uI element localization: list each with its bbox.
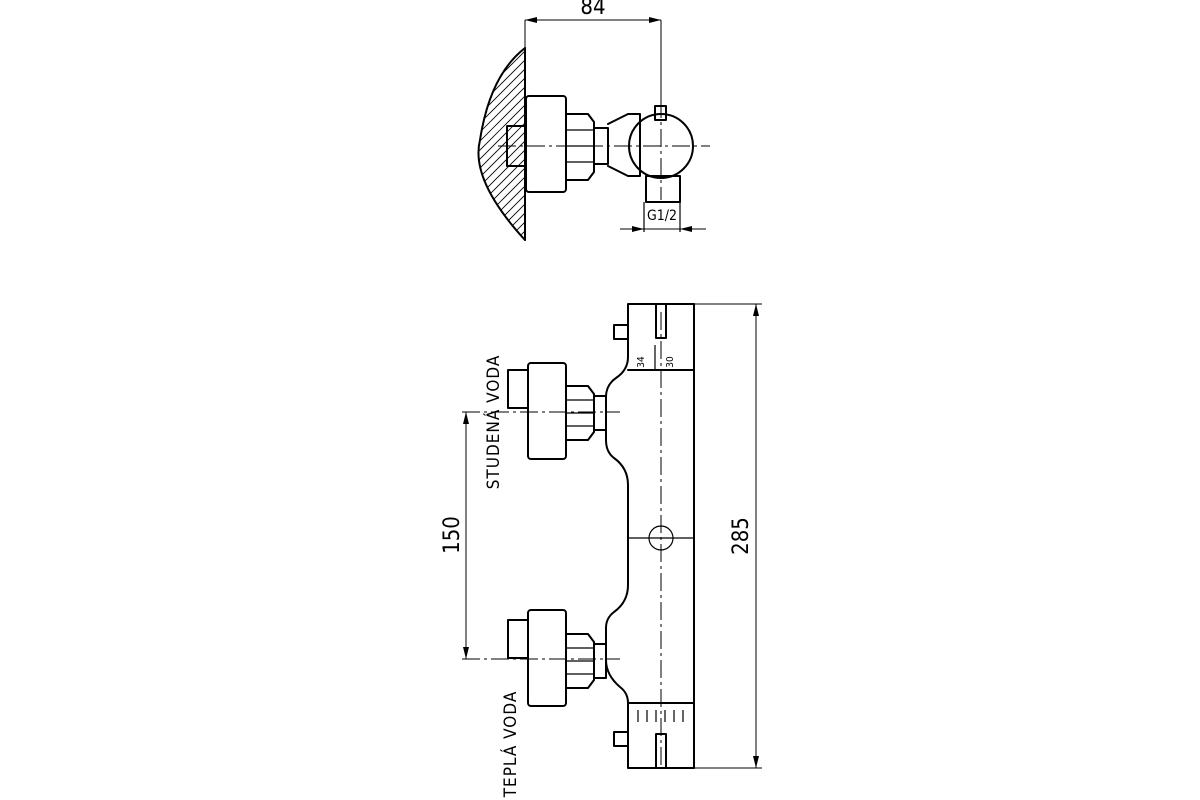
hatch-line [478,225,525,240]
hatch-line [470,253,530,313]
hatch-line [470,298,530,358]
scale-right: 30 [665,356,676,368]
front-view: 34 30 [440,303,762,799]
hatch-line [470,244,530,304]
hatch-line [470,0,530,25]
hatch-line [470,280,530,340]
top-handle-slot [655,303,667,339]
dim-total-height-label: 285 [729,517,754,555]
hot-water-label: TEPLÁ VODA [499,691,521,799]
wall-flange [525,95,567,193]
hatch-line [478,99,525,161]
hatch-line [470,271,530,331]
cold-flange [527,362,567,460]
cold-connector [593,395,607,431]
dim-depth: 84 [524,0,662,110]
outlet [645,175,681,203]
bottom-stop-knob [613,731,629,747]
hatch-line [478,90,525,152]
hatch-line [478,108,525,170]
hatch-line [478,48,525,71]
hatch-line [470,289,530,349]
hot-stub [507,619,529,659]
cold-stub [507,369,529,409]
hatch-line [470,0,530,34]
hatch-line [478,48,525,53]
hatch-line [478,171,525,233]
hex-nut [565,113,595,181]
cold-hex-nut [565,385,595,441]
dim-thread: G1/2 [620,208,706,232]
hatch-line [470,262,530,322]
dim-inlet-spacing-label: 150 [440,516,465,554]
cold-water-label: STUDENÁ VODA [482,355,504,490]
hatch-line [478,54,525,116]
cold-inlet [462,362,620,460]
hatch-line [478,162,525,224]
hot-flange [527,609,567,707]
hatch-line [470,0,530,7]
dim-inlet-spacing: 150 [440,412,469,659]
top-stop-knob [613,324,629,340]
hatch-line [478,207,525,240]
hatch-line [478,234,525,240]
dim-depth-label: 84 [580,0,605,20]
hatch-line [478,216,525,240]
hatch-line [470,0,530,43]
hatch-line [478,180,525,240]
hatch-line [470,0,530,16]
side-view: 84 G1/2 [470,0,710,358]
eccentric-arm [607,113,641,177]
temperature-marks [637,710,684,722]
dim-thread-label: G1/2 [647,208,677,224]
hatch-line [478,189,525,240]
hot-hex-nut [565,633,595,689]
hatch-line [478,72,525,134]
hot-connector [593,643,607,679]
hatch-line [478,48,525,98]
hot-inlet [462,609,620,707]
scale-left: 34 [636,356,647,368]
mixer-body: 34 30 [605,303,695,769]
wall-hatch [470,0,530,358]
hatch-line [478,48,525,80]
dim-total-height: 285 [694,303,762,769]
hatch-line [478,81,525,143]
hatch-line [478,63,525,125]
